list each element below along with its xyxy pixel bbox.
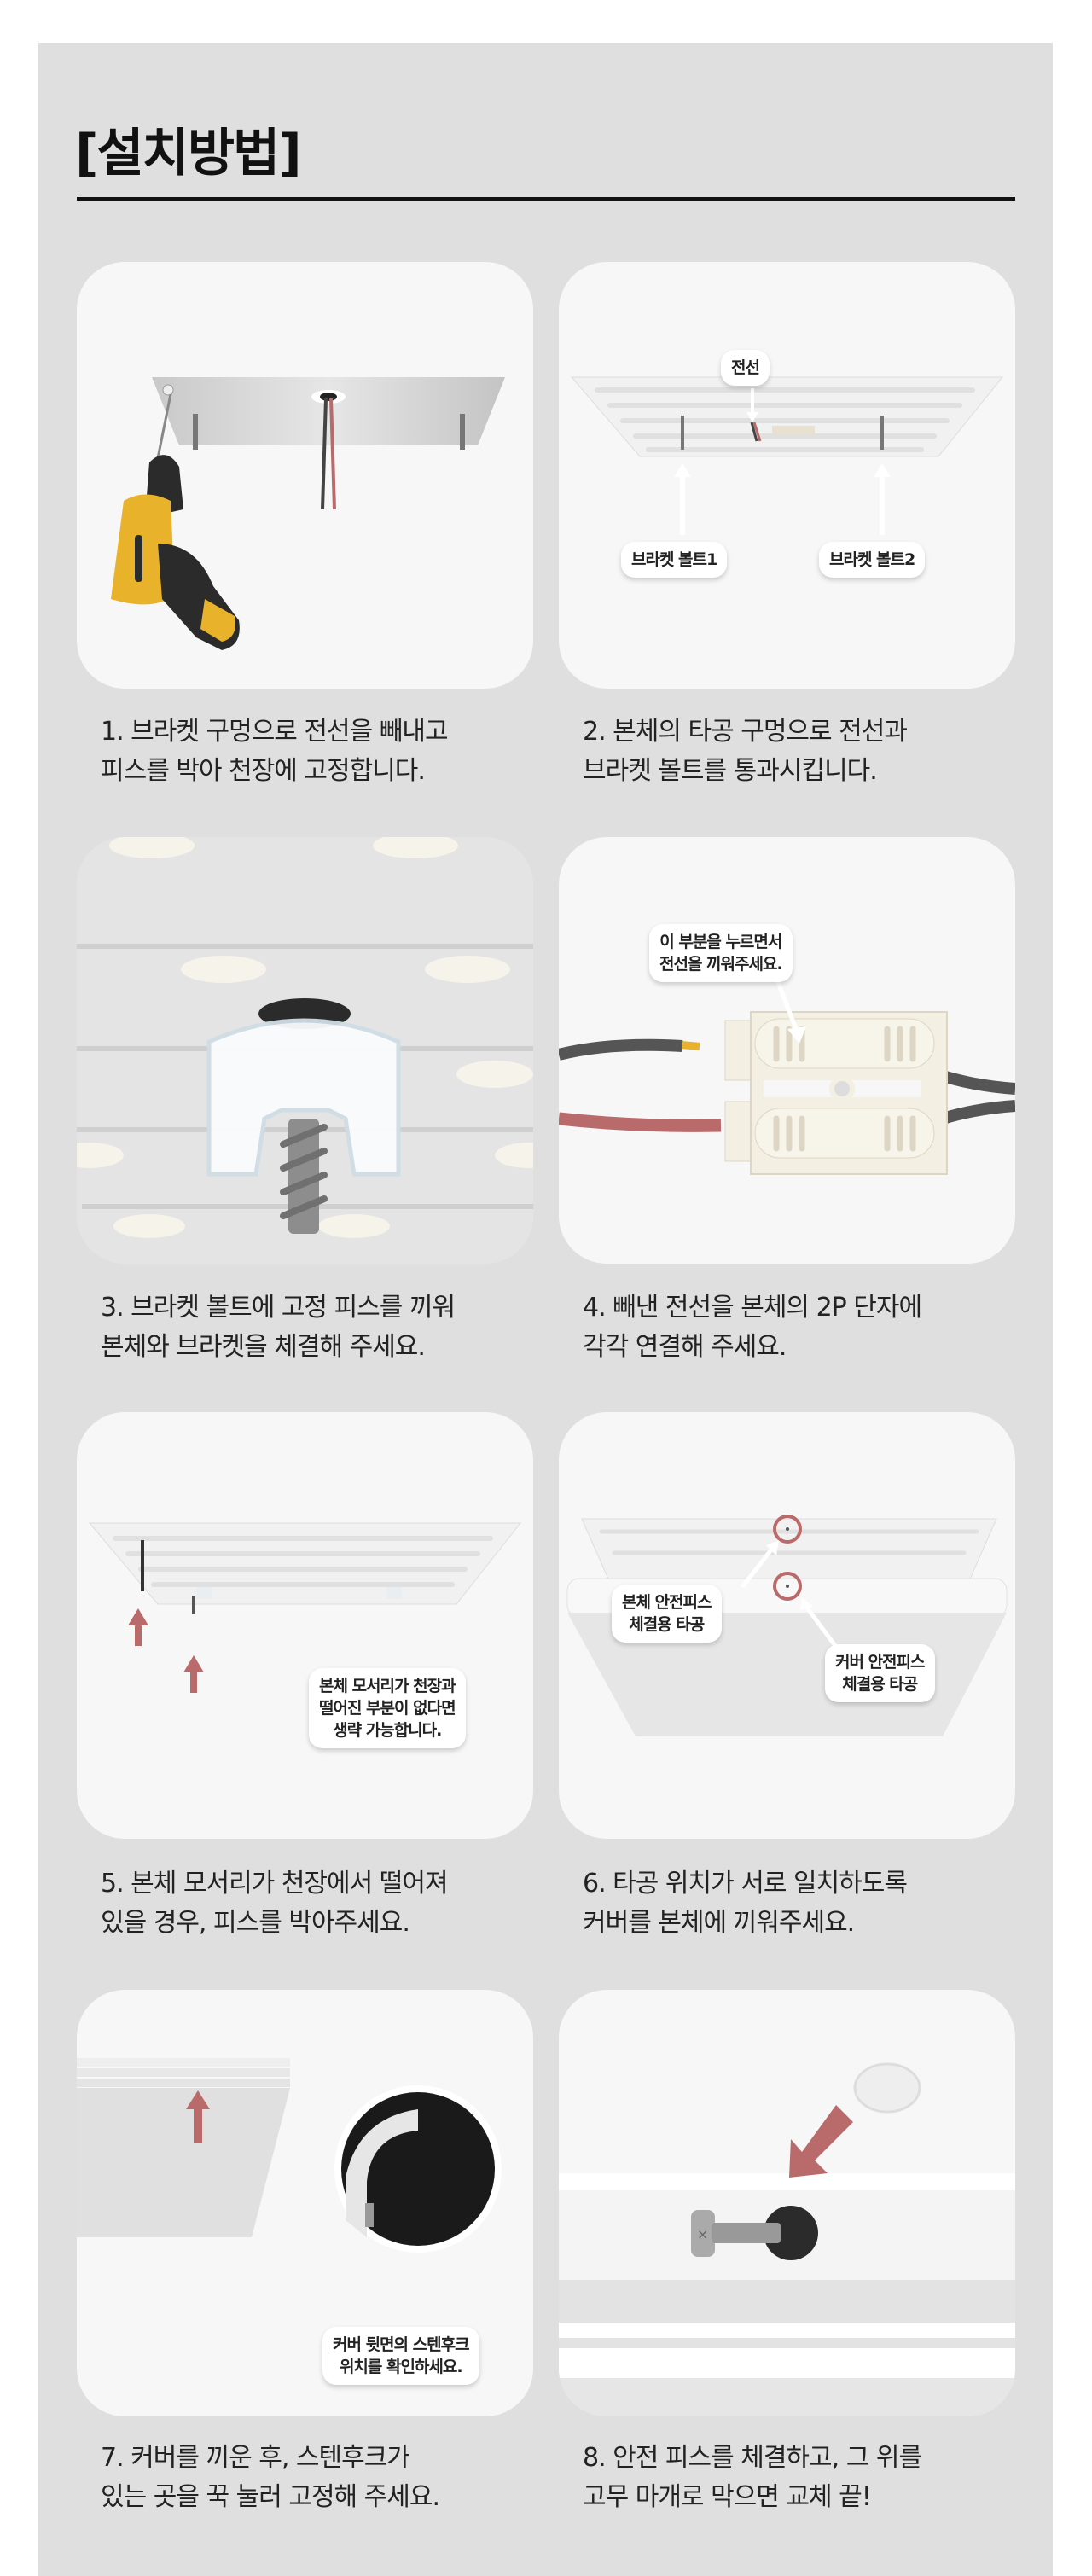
corner-screw-illustration — [88, 1522, 522, 1693]
caption-line: 3. 브라켓 볼트에 고정 피스를 끼워 — [101, 1293, 456, 1323]
step-8-illustration: × — [559, 1990, 1015, 2416]
step-6-caption: 6. 타공 위치가 서로 일치하도록 커버를 본체에 끼워주세요. — [583, 1864, 1026, 1943]
caption-line: 본체와 브라켓을 체결해 주세요. — [101, 1332, 426, 1362]
page-title: [설치방법] — [75, 124, 302, 183]
title-divider — [77, 197, 1015, 201]
cover-hook-press-illustration — [77, 2058, 502, 2253]
wire-label: 전선 — [721, 350, 770, 386]
note-line: 떨어진 부분이 없다면 — [319, 1699, 456, 1718]
led-panel-bolts-illustration — [570, 376, 1004, 535]
fixing-piece-bolt-illustration — [77, 837, 533, 1264]
step-7-illustration: 커버 뒷면의 스텐후크 위치를 확인하세요. — [77, 1990, 533, 2416]
caption-line: 있는 곳을 꾹 눌러 고정해 주세요. — [101, 2482, 440, 2512]
bracket-bolt-1-label: 브라켓 볼트1 — [621, 542, 728, 578]
note-line: 커버 뒷면의 스텐후크 — [333, 2335, 470, 2354]
caption-line: 브라켓 볼트를 통과시킵니다. — [583, 756, 878, 786]
caption-line: 5. 본체 모서리가 천장에서 떨어져 — [101, 1869, 449, 1899]
cover-alignment-illustration — [566, 1515, 1008, 1736]
step-8-caption: 8. 안전 피스를 체결하고, 그 위를 고무 마개로 막으면 교체 끝! — [583, 2439, 1026, 2517]
step-5-caption: 5. 본체 모서리가 천장에서 떨어져 있을 경우, 피스를 박아주세요. — [101, 1864, 544, 1943]
bracket-ceiling-drill-illustration — [111, 377, 505, 650]
caption-line: 고무 마개로 막으면 교체 끝! — [583, 2482, 872, 2512]
svg-text:×: × — [697, 2226, 708, 2242]
caption-line: 피스를 박아 천장에 고정합니다. — [101, 756, 426, 786]
step-1-illustration — [77, 262, 533, 689]
caption-line: 커버를 본체에 끼워주세요. — [583, 1908, 855, 1938]
corner-optional-note: 본체 모서리가 천장과 떨어진 부분이 없다면 생략 가능합니다. — [309, 1668, 466, 1748]
step-5-illustration: 본체 모서리가 천장과 떨어진 부분이 없다면 생략 가능합니다. — [77, 1412, 533, 1839]
step-2-illustration: 전선 브라켓 볼트1 브라켓 볼트2 — [559, 262, 1015, 689]
hook-check-note: 커버 뒷면의 스텐후크 위치를 확인하세요. — [322, 2327, 479, 2385]
cover-hole-label: 커버 안전피스 체결용 타공 — [825, 1644, 935, 1702]
step-4-caption: 4. 빼낸 전선을 본체의 2P 단자에 각각 연결해 주세요. — [583, 1288, 1026, 1367]
step-2-caption: 2. 본체의 타공 구멍으로 전선과 브라켓 볼트를 통과시킵니다. — [583, 712, 1026, 791]
caption-line: 각각 연결해 주세요. — [583, 1332, 787, 1362]
step-6-illustration: 본체 안전피스 체결용 타공 커버 안전피스 체결용 타공 — [559, 1412, 1015, 1839]
label-line: 커버 안전피스 — [835, 1653, 925, 1672]
step-3-caption: 3. 브라켓 볼트에 고정 피스를 끼워 본체와 브라켓을 체결해 주세요. — [101, 1288, 544, 1367]
caption-line: 1. 브라켓 구멍으로 전선을 빼내고 — [101, 717, 449, 747]
caption-line: 8. 안전 피스를 체결하고, 그 위를 — [583, 2443, 922, 2473]
note-line: 생략 가능합니다. — [333, 1721, 442, 1740]
safety-screw-cap-illustration: × — [559, 2062, 1015, 2416]
label-line: 본체 안전피스 — [622, 1593, 712, 1612]
connector-press-note: 이 부분을 누르면서 전선을 끼워주세요. — [649, 924, 793, 982]
note-line: 위치를 확인하세요. — [339, 2358, 463, 2376]
step-7-caption: 7. 커버를 끼운 후, 스텐후크가 있는 곳을 꾹 눌러 고정해 주세요. — [101, 2439, 544, 2517]
caption-line: 7. 커버를 끼운 후, 스텐후크가 — [101, 2443, 410, 2473]
terminal-connector-illustration — [559, 977, 1015, 1175]
bracket-bolt-2-label: 브라켓 볼트2 — [819, 542, 926, 578]
step-1-caption: 1. 브라켓 구멍으로 전선을 빼내고 피스를 박아 천장에 고정합니다. — [101, 712, 544, 791]
step-4-illustration: 이 부분을 누르면서 전선을 끼워주세요. — [559, 837, 1015, 1264]
note-line: 본체 모서리가 천장과 — [319, 1677, 456, 1695]
note-line: 전선을 끼워주세요. — [659, 955, 783, 974]
caption-line: 6. 타공 위치가 서로 일치하도록 — [583, 1869, 908, 1899]
label-line: 체결용 타공 — [629, 1615, 705, 1634]
step-3-illustration — [77, 837, 533, 1264]
caption-line: 2. 본체의 타공 구멍으로 전선과 — [583, 717, 908, 747]
note-line: 이 부분을 누르면서 — [659, 933, 782, 951]
label-line: 체결용 타공 — [842, 1675, 918, 1694]
caption-line: 4. 빼낸 전선을 본체의 2P 단자에 — [583, 1293, 922, 1323]
body-hole-label: 본체 안전피스 체결용 타공 — [612, 1585, 722, 1643]
caption-line: 있을 경우, 피스를 박아주세요. — [101, 1908, 410, 1938]
